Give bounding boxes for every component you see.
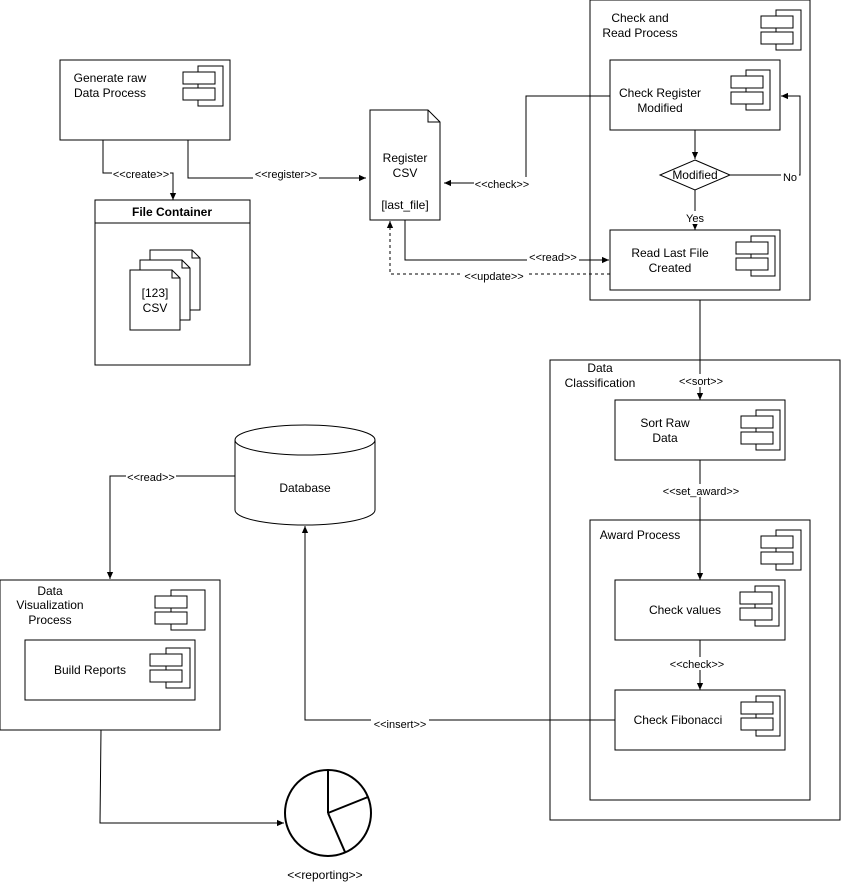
sort-raw-data-1: Sort Raw <box>640 416 690 430</box>
check-and-read-title-2: Read Process <box>602 26 677 40</box>
update-label: <<update>> <box>464 271 523 283</box>
check-register-modified-1: Check Register <box>619 86 701 100</box>
no-label-bg <box>781 170 799 183</box>
register-csv-line-3: [last_file] <box>381 198 428 212</box>
create-label: <<create>> <box>113 169 169 181</box>
register-label-bg <box>253 167 319 180</box>
data-classification-title-2: Classification <box>565 376 636 390</box>
insert-label: <<insert>> <box>374 719 427 731</box>
file-stack-label-1: [123] <box>142 286 169 300</box>
data-visualization-title-3: Process <box>28 613 71 627</box>
check-csv-label-bg <box>474 177 530 190</box>
sort-label: <<sort>> <box>679 376 723 388</box>
database-label: Database <box>279 481 331 495</box>
set-award-label: <<set_award>> <box>663 486 739 498</box>
yes-label: Yes <box>686 213 704 225</box>
register-csv: Register CSV [last_file] <box>369 109 441 221</box>
check-csv-edge <box>444 95 610 187</box>
check-csv-label: <<check>> <box>475 179 529 191</box>
csv-files-stack-icon <box>129 249 201 331</box>
read-db-edge <box>106 475 235 579</box>
data-visualization-title-2: Visualization <box>16 598 83 612</box>
component-icon <box>760 529 802 571</box>
register-csv-line-2: CSV <box>393 166 418 180</box>
build-reports-label: Build Reports <box>54 663 126 677</box>
check-register-modified-2: Modified <box>637 101 682 115</box>
component-icon <box>735 235 776 277</box>
component-icon <box>182 65 224 107</box>
reporting-edge <box>99 729 284 827</box>
insert-edge <box>301 526 615 721</box>
update-edge <box>386 221 610 275</box>
data-visualization-title-1: Data <box>37 584 63 598</box>
generate-raw-title-2: Data Process <box>74 86 146 100</box>
decision-modified-label: Modified <box>672 168 717 182</box>
reporting-label: <<reporting>> <box>287 868 362 882</box>
check-fibonacci: Check Fibonacci <box>614 689 786 751</box>
yes-label-bg <box>684 211 706 224</box>
check-values-label-text: Check values <box>649 603 721 617</box>
update-label-bg <box>462 269 526 282</box>
check-values-label: <<check>> <box>670 659 724 671</box>
component-icon <box>760 9 802 51</box>
read-last-file-created: Read Last File Created <box>609 229 781 291</box>
reporting-pie-icon <box>284 769 372 857</box>
check-fibonacci-label: Check Fibonacci <box>634 713 723 727</box>
read-last-file-1: Read Last File <box>631 246 709 260</box>
file-container-title: File Container <box>132 205 212 219</box>
create-label-bg <box>112 167 170 180</box>
component-icon <box>154 589 206 631</box>
no-edge <box>730 92 801 176</box>
file-container: File Container [123] CSV <box>94 199 251 366</box>
sort-label-bg <box>678 374 724 387</box>
read-db-label-bg <box>126 470 176 483</box>
read-db-label: <<read>> <box>127 472 175 484</box>
decision-modified: Modified <box>658 159 732 191</box>
check-values-label-bg <box>668 657 726 670</box>
component-icon <box>740 409 781 451</box>
register-csv-line-1: Register <box>383 151 428 165</box>
database-cylinder: Database <box>234 424 376 526</box>
component-icon <box>730 69 771 111</box>
check-values: Check values <box>614 579 786 641</box>
data-classification-title-1: Data <box>587 361 613 375</box>
check-and-read-title-1: Check and <box>611 11 668 25</box>
component-icon <box>740 695 781 737</box>
sort-raw-data: Sort Raw Data <box>614 399 786 461</box>
build-reports: Build Reports <box>24 639 196 701</box>
read-last-file-2: Created <box>649 261 692 275</box>
check-register-modified: Check Register Modified <box>609 59 781 131</box>
read-csv-label-bg <box>527 250 579 263</box>
file-stack-label-2: CSV <box>143 301 168 315</box>
register-label: <<register>> <box>255 169 317 181</box>
award-process-title: Award Process <box>600 528 680 542</box>
generate-raw-data-process: Generate raw Data Process <box>59 59 231 141</box>
read-csv-label: <<read>> <box>529 252 577 264</box>
insert-label-bg <box>371 717 429 730</box>
generate-raw-title-1: Generate raw <box>74 71 147 85</box>
component-icon <box>739 585 780 627</box>
set-award-label-bg <box>661 484 741 497</box>
sort-raw-data-2: Data <box>652 431 678 445</box>
no-label: No <box>783 172 797 184</box>
component-icon <box>149 647 191 689</box>
